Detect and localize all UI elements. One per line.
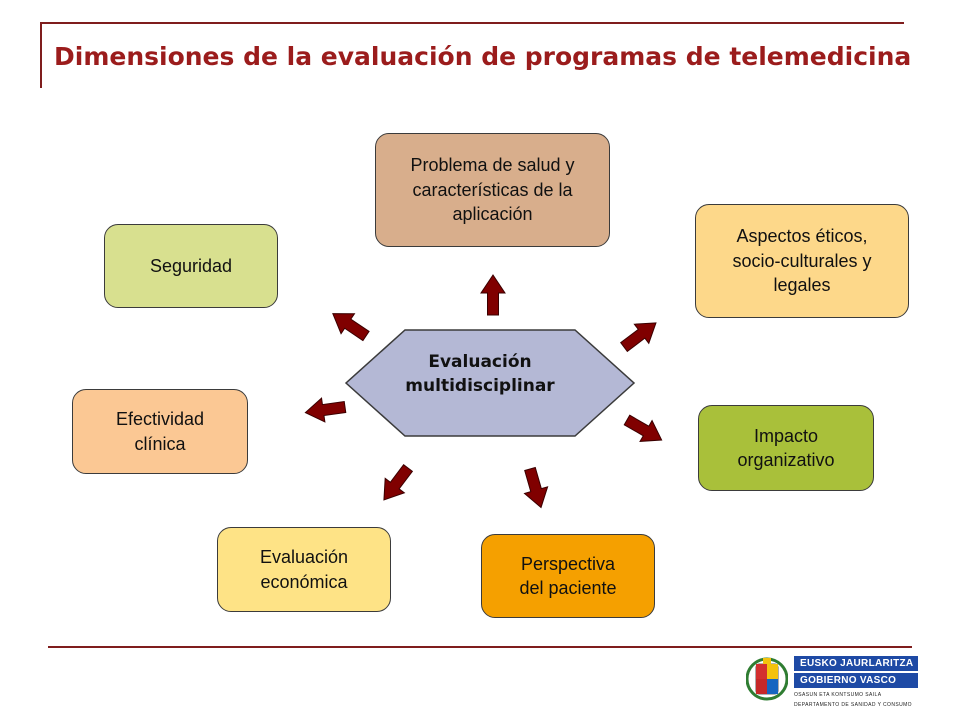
box-eticos-line3: legales [773,275,831,296]
left-rule [40,22,42,88]
arrow-to-impacto [623,414,663,442]
box-economica-line2: económica [260,571,348,592]
logo-line1: EUSKO JAURLARITZA [794,656,918,671]
box-eticos-line1: Aspectos éticos, [736,226,868,247]
box-eticos-line2: socio-culturales y [732,250,872,271]
box-impacto-line2: organizativo [737,450,835,470]
arrow-icon [383,463,414,501]
box-efectividad-line1: Efectividad [115,409,205,430]
box-salud-line2: características de la [412,179,573,200]
center-label-line2: multidisciplinar [405,376,555,397]
box-eticos: Aspectos éticos, socio-culturales y lega… [695,204,909,318]
center-hexagon [344,329,636,437]
box-salud: Problema de salud y características de l… [375,133,610,247]
arrow-icon [304,397,347,423]
box-impacto-line1: Impacto [753,425,819,446]
box-economica-line1: Evaluación [259,547,349,568]
arrow-icon [619,322,657,353]
box-efectividad: Efectividad clínica [72,389,248,474]
logo-line2: GOBIERNO VASCO [794,673,918,688]
box-salud-line1: Problema de salud y [410,155,575,176]
arrow-to-economica [383,463,414,501]
top-rule [40,22,904,24]
arrow-to-paciente [523,466,549,509]
center-label-line1: Evaluación [428,352,532,372]
box-economica: Evaluación económica [217,527,391,612]
arrow-icon [332,313,370,342]
arrow-to-eticos [619,322,657,353]
arrow-to-efectividad [304,397,347,423]
arrow-to-salud [480,274,506,316]
slide-title: Dimensiones de la evaluación de programa… [54,42,912,71]
arrow-icon [523,466,549,509]
logo-dept-basque: OSASUN ETA KONTSUMO SAILA [794,692,882,698]
arrow-to-seguridad [332,313,370,342]
center-label: Evaluación multidisciplinar [380,350,580,398]
box-paciente: Perspectiva del paciente [481,534,655,618]
government-logo: EUSKO JAURLARITZA GOBIERNO VASCO OSASUN … [746,652,918,714]
box-efectividad-line2: clínica [134,433,186,454]
coat-of-arms-icon [746,657,788,701]
logo-dept-spanish: DEPARTAMENTO DE SANIDAD Y CONSUMO [794,702,912,708]
box-salud-line3: aplicación [452,204,533,225]
box-seguridad: Seguridad [104,224,278,308]
arrow-icon [623,414,663,442]
arrow-icon [480,274,506,316]
bottom-rule [48,646,912,648]
box-paciente-line1: Perspectiva [520,553,616,574]
box-paciente-line2: del paciente [519,578,617,598]
box-seguridad-line1: Seguridad [149,255,233,276]
box-impacto: Impacto organizativo [698,405,874,491]
